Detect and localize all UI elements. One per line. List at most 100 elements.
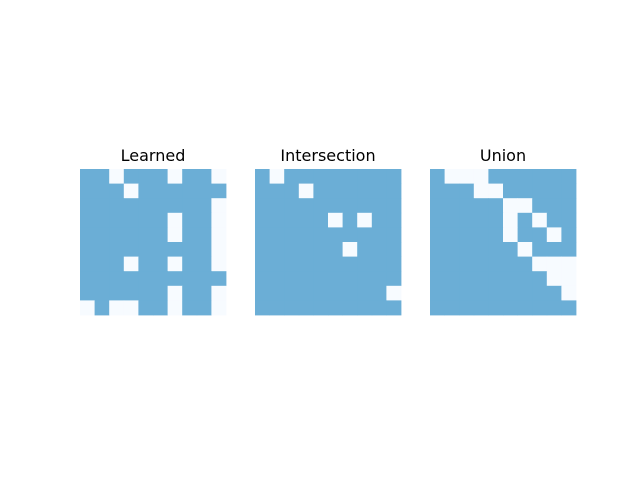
heatmap-cell-intersection-r6-c9: [386, 256, 402, 272]
heatmap-cell-learned-r8-c4: [138, 285, 154, 301]
heatmap-cell-union-r5-c3: [473, 242, 489, 257]
heatmap-cell-intersection-r0-c9: [386, 169, 402, 184]
heatmap-cell-union-r3-c1: [444, 212, 460, 228]
heatmap-cell-intersection-r6-c0: [255, 256, 270, 272]
heatmap-cell-learned-r7-c3: [123, 271, 139, 287]
heatmap-cell-intersection-r0-c6: [342, 169, 358, 184]
heatmap-cell-learned-r2-c5: [153, 198, 168, 214]
heatmap-cell-intersection-r8-c5: [328, 285, 343, 301]
heatmap-cell-learned-r8-c7: [182, 285, 198, 301]
heatmap-cell-union-r7-c2: [459, 271, 475, 287]
heatmap-cell-intersection-r3-c1: [269, 212, 285, 228]
heatmap-cell-intersection-r6-c1: [269, 256, 285, 272]
heatmap-cell-union-r6-c5: [503, 256, 518, 272]
heatmap-cell-intersection-r9-c6: [342, 300, 358, 316]
heatmap-cell-intersection-r4-c3: [298, 227, 314, 243]
heatmap-cell-intersection-r6-c8: [371, 256, 387, 272]
heatmap-cell-union-r3-c5: [503, 212, 518, 228]
heatmap-cell-union-r4-c2: [459, 227, 475, 243]
heatmap-cell-learned-r9-c0: [80, 300, 95, 316]
heatmap-cell-union-r3-c3: [473, 212, 489, 228]
panel-title-intersection: Intersection: [280, 146, 375, 165]
heatmap-cell-learned-r9-c2: [109, 300, 125, 316]
heatmap-cell-union-r0-c7: [532, 169, 548, 184]
heatmap-cell-intersection-r0-c2: [284, 169, 300, 184]
heatmap-cell-learned-r9-c7: [182, 300, 198, 316]
heatmap-cell-learned-r1-c1: [94, 183, 110, 199]
heatmap-cell-intersection-r7-c8: [371, 271, 387, 287]
heatmap-cell-learned-r4-c4: [138, 227, 154, 243]
heatmap-cell-learned-r0-c6: [167, 169, 183, 184]
heatmap-cell-learned-r8-c9: [211, 285, 227, 301]
heatmap-cell-intersection-r8-c1: [269, 285, 285, 301]
heatmap-cell-union-r0-c6: [517, 169, 533, 184]
heatmap-cell-intersection-r9-c7: [357, 300, 373, 316]
heatmap-cell-learned-r0-c7: [182, 169, 198, 184]
heatmap-cell-union-r0-c8: [546, 169, 562, 184]
heatmap-grid-learned: [80, 169, 227, 316]
heatmap-cell-union-r2-c2: [459, 198, 475, 214]
heatmap-cell-learned-r8-c3: [123, 285, 139, 301]
heatmap-cell-learned-r3-c4: [138, 212, 154, 228]
heatmap-cell-learned-r0-c3: [123, 169, 139, 184]
heatmap-cell-union-r1-c7: [532, 183, 548, 199]
heatmap-cell-intersection-r5-c9: [386, 242, 402, 257]
heatmap-cell-intersection-r8-c7: [357, 285, 373, 301]
heatmap-cell-union-r9-c4: [488, 300, 504, 316]
heatmap-cell-union-r3-c7: [532, 212, 548, 228]
heatmap-cell-union-r0-c2: [459, 169, 475, 184]
heatmap-cell-learned-r3-c5: [153, 212, 168, 228]
heatmap-cell-union-r9-c5: [503, 300, 518, 316]
heatmap-cell-intersection-r8-c8: [371, 285, 387, 301]
heatmap-cell-union-r4-c8: [546, 227, 562, 243]
heatmap-cell-intersection-r4-c2: [284, 227, 300, 243]
heatmap-cell-learned-r3-c6: [167, 212, 183, 228]
heatmap-cell-learned-r5-c6: [167, 242, 183, 257]
heatmap-cell-union-r9-c9: [561, 300, 577, 316]
heatmap-grid-union: [430, 169, 577, 316]
heatmap-cell-union-r1-c9: [561, 183, 577, 199]
heatmap-cell-union-r9-c3: [473, 300, 489, 316]
heatmap-cell-intersection-r8-c6: [342, 285, 358, 301]
heatmap-cell-union-r1-c2: [459, 183, 475, 199]
heatmap-cell-intersection-r9-c4: [313, 300, 329, 316]
heatmap-cell-union-r9-c0: [430, 300, 445, 316]
panel-intersection: Intersection: [255, 146, 402, 316]
heatmap-cell-learned-r4-c6: [167, 227, 183, 243]
heatmap-cell-learned-r5-c3: [123, 242, 139, 257]
heatmap-cell-learned-r6-c9: [211, 256, 227, 272]
heatmap-cell-intersection-r3-c7: [357, 212, 373, 228]
heatmap-cell-union-r2-c7: [532, 198, 548, 214]
heatmap-cell-intersection-r4-c8: [371, 227, 387, 243]
heatmap-cell-union-r2-c3: [473, 198, 489, 214]
heatmap-cell-union-r8-c7: [532, 285, 548, 301]
heatmap-cell-learned-r6-c7: [182, 256, 198, 272]
heatmap-grid-intersection: [255, 169, 402, 316]
heatmap-cell-intersection-r6-c7: [357, 256, 373, 272]
heatmap-cell-intersection-r3-c9: [386, 212, 402, 228]
heatmap-cell-learned-r7-c4: [138, 271, 154, 287]
heatmap-cell-learned-r5-c5: [153, 242, 168, 257]
heatmap-cell-union-r9-c6: [517, 300, 533, 316]
heatmap-cell-learned-r2-c7: [182, 198, 198, 214]
heatmap-cell-intersection-r0-c1: [269, 169, 285, 184]
heatmap-cell-intersection-r2-c7: [357, 198, 373, 214]
heatmap-cell-intersection-r1-c9: [386, 183, 402, 199]
heatmap-cell-intersection-r8-c4: [313, 285, 329, 301]
heatmap-cell-union-r4-c5: [503, 227, 518, 243]
heatmap-cell-learned-r3-c1: [94, 212, 110, 228]
heatmap-cell-union-r1-c5: [503, 183, 518, 199]
heatmap-cell-intersection-r3-c6: [342, 212, 358, 228]
heatmap-cell-intersection-r9-c0: [255, 300, 270, 316]
heatmap-cell-union-r4-c0: [430, 227, 445, 243]
heatmap-cell-intersection-r2-c8: [371, 198, 387, 214]
heatmap-cell-union-r0-c9: [561, 169, 577, 184]
heatmap-cell-union-r1-c1: [444, 183, 460, 199]
heatmap-cell-intersection-r5-c0: [255, 242, 270, 257]
heatmap-cell-intersection-r3-c8: [371, 212, 387, 228]
heatmap-cell-union-r6-c9: [561, 256, 577, 272]
heatmap-cell-learned-r1-c5: [153, 183, 168, 199]
heatmap-cell-learned-r8-c8: [196, 285, 212, 301]
heatmap-cell-intersection-r1-c5: [328, 183, 343, 199]
heatmap-cell-learned-r2-c3: [123, 198, 139, 214]
